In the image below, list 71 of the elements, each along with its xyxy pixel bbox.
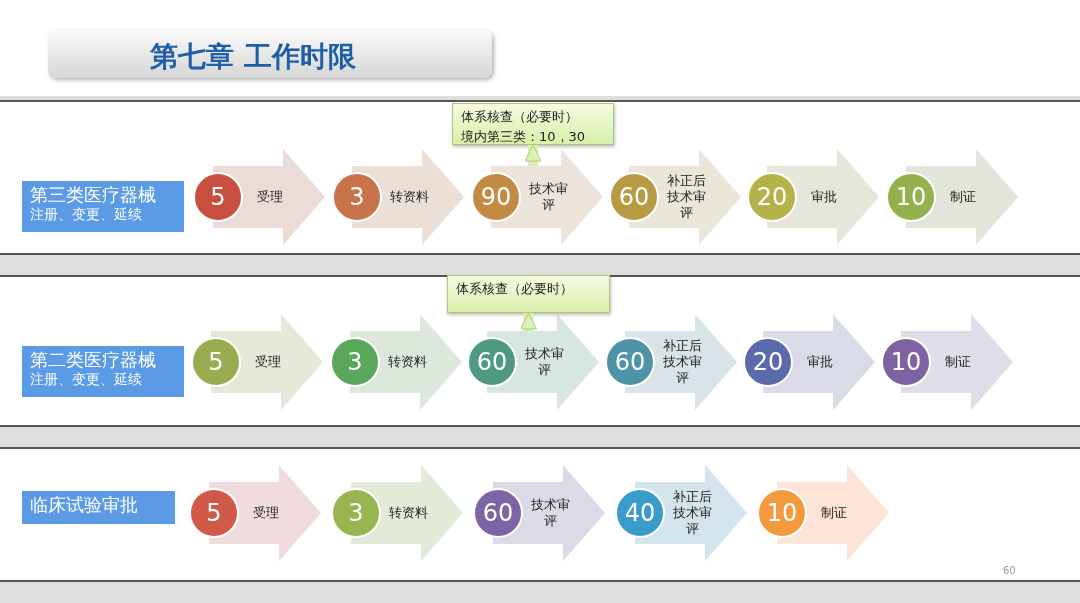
step-name: 制证 [820,504,848,522]
step-name: 技术审评 [529,496,571,530]
process-step [605,314,737,410]
day-count: 5 [205,498,223,529]
day-count: 10 [765,498,799,529]
step-name: 补正后技术审评 [671,488,713,538]
category-label-box [22,491,175,524]
step-name: 制证 [949,188,977,206]
day-count: 60 [613,347,647,378]
section-panel [0,447,1080,582]
callout-box [447,275,610,313]
step-name: 转资料 [387,504,429,522]
category-label-box [22,346,184,397]
arrow [524,144,542,166]
process-step [473,465,605,561]
process-step [471,149,603,245]
day-count: 60 [475,347,509,378]
day-count: 3 [348,182,366,213]
day-count: 10 [889,347,923,378]
process-step [743,314,875,410]
process-step [467,314,599,410]
arrow [520,312,537,331]
step-name: 审批 [810,188,838,206]
process-step [189,465,321,561]
step-name: 技术审评 [523,345,565,379]
step-name: 补正后技术审评 [661,337,703,387]
label-text: 第三类医疗器械 [30,184,157,206]
day-count: 60 [617,182,651,213]
page-number: 60 [1003,565,1016,576]
step-name: 受理 [256,188,284,206]
day-count: 40 [623,498,657,529]
day-count: 20 [755,182,789,213]
label-text: 注册、变更、延续 [30,370,143,388]
process-step [747,149,879,245]
day-count: 10 [894,182,928,213]
title: 第七章 工作时限 [150,39,356,75]
process-step [615,465,747,561]
day-count: 60 [481,498,515,529]
label-text: 注册、变更、延续 [30,205,143,223]
day-count: 3 [346,347,364,378]
day-count: 5 [209,182,227,213]
callout-text: 体系核查（必要时） [461,108,579,126]
step-name: 转资料 [388,188,430,206]
process-step [609,149,741,245]
step-name: 受理 [252,504,280,522]
step-name: 技术审评 [527,180,569,214]
section-panel [0,100,1080,255]
process-step [193,149,325,245]
label-text: 临床试验审批 [30,494,139,516]
step-name: 补正后技术审评 [665,172,707,222]
callout-box [452,103,614,145]
callout-text: 境内第三类：10，30 [461,127,587,146]
day-count: 3 [347,498,365,529]
step-name: 制证 [944,353,972,371]
process-step [191,314,323,410]
day-count: 5 [207,347,225,378]
label-text: 第二类医疗器械 [30,349,157,371]
day-count: 90 [479,182,513,213]
process-step [332,149,464,245]
section-panel [0,275,1080,427]
process-step [881,314,1013,410]
callout-text: 体系核查（必要时） [456,280,574,298]
process-step [757,465,889,561]
step-name: 审批 [806,353,834,371]
step-name: 受理 [254,353,282,371]
process-step [330,314,462,410]
process-step [331,465,463,561]
category-label-box [22,181,184,232]
process-step [886,149,1018,245]
step-name: 转资料 [386,353,428,371]
day-count: 20 [751,347,785,378]
